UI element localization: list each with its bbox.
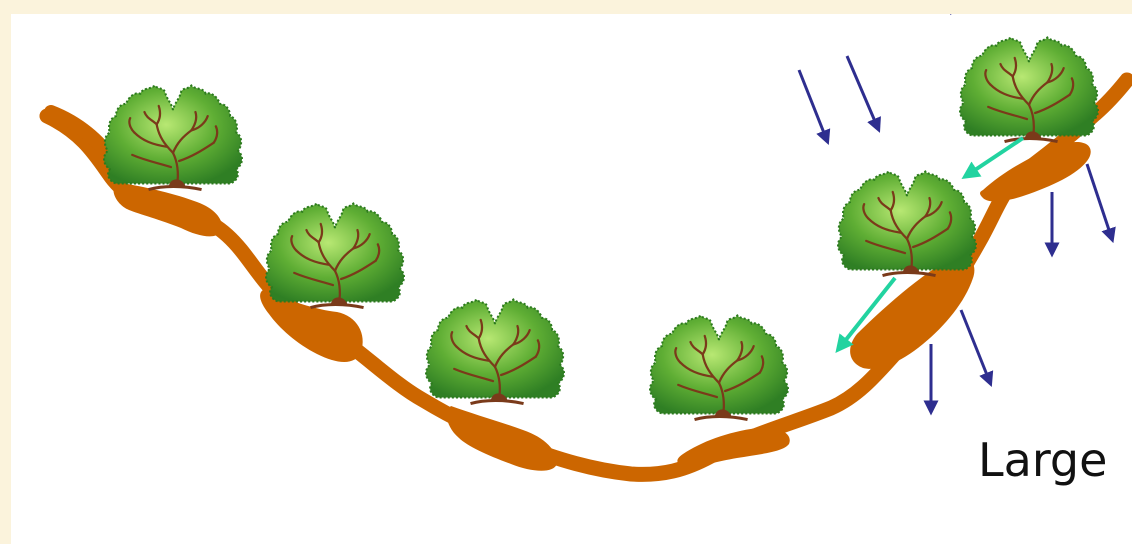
tree-icon [838,172,976,276]
tree-icon [104,86,242,190]
tree-icon [426,300,564,404]
diagram-canvas: Large [11,14,1132,544]
tree-icon [266,204,404,308]
tree-icon [960,38,1098,142]
hillslope-diagram [11,14,1132,544]
caption-text: Large [978,437,1107,483]
down-arrow-icon [1087,164,1111,236]
tree-icon [650,316,788,420]
down-arrow-icon [961,310,989,380]
down-arrow-icon [847,56,877,126]
down-arrow-icon [799,70,826,138]
